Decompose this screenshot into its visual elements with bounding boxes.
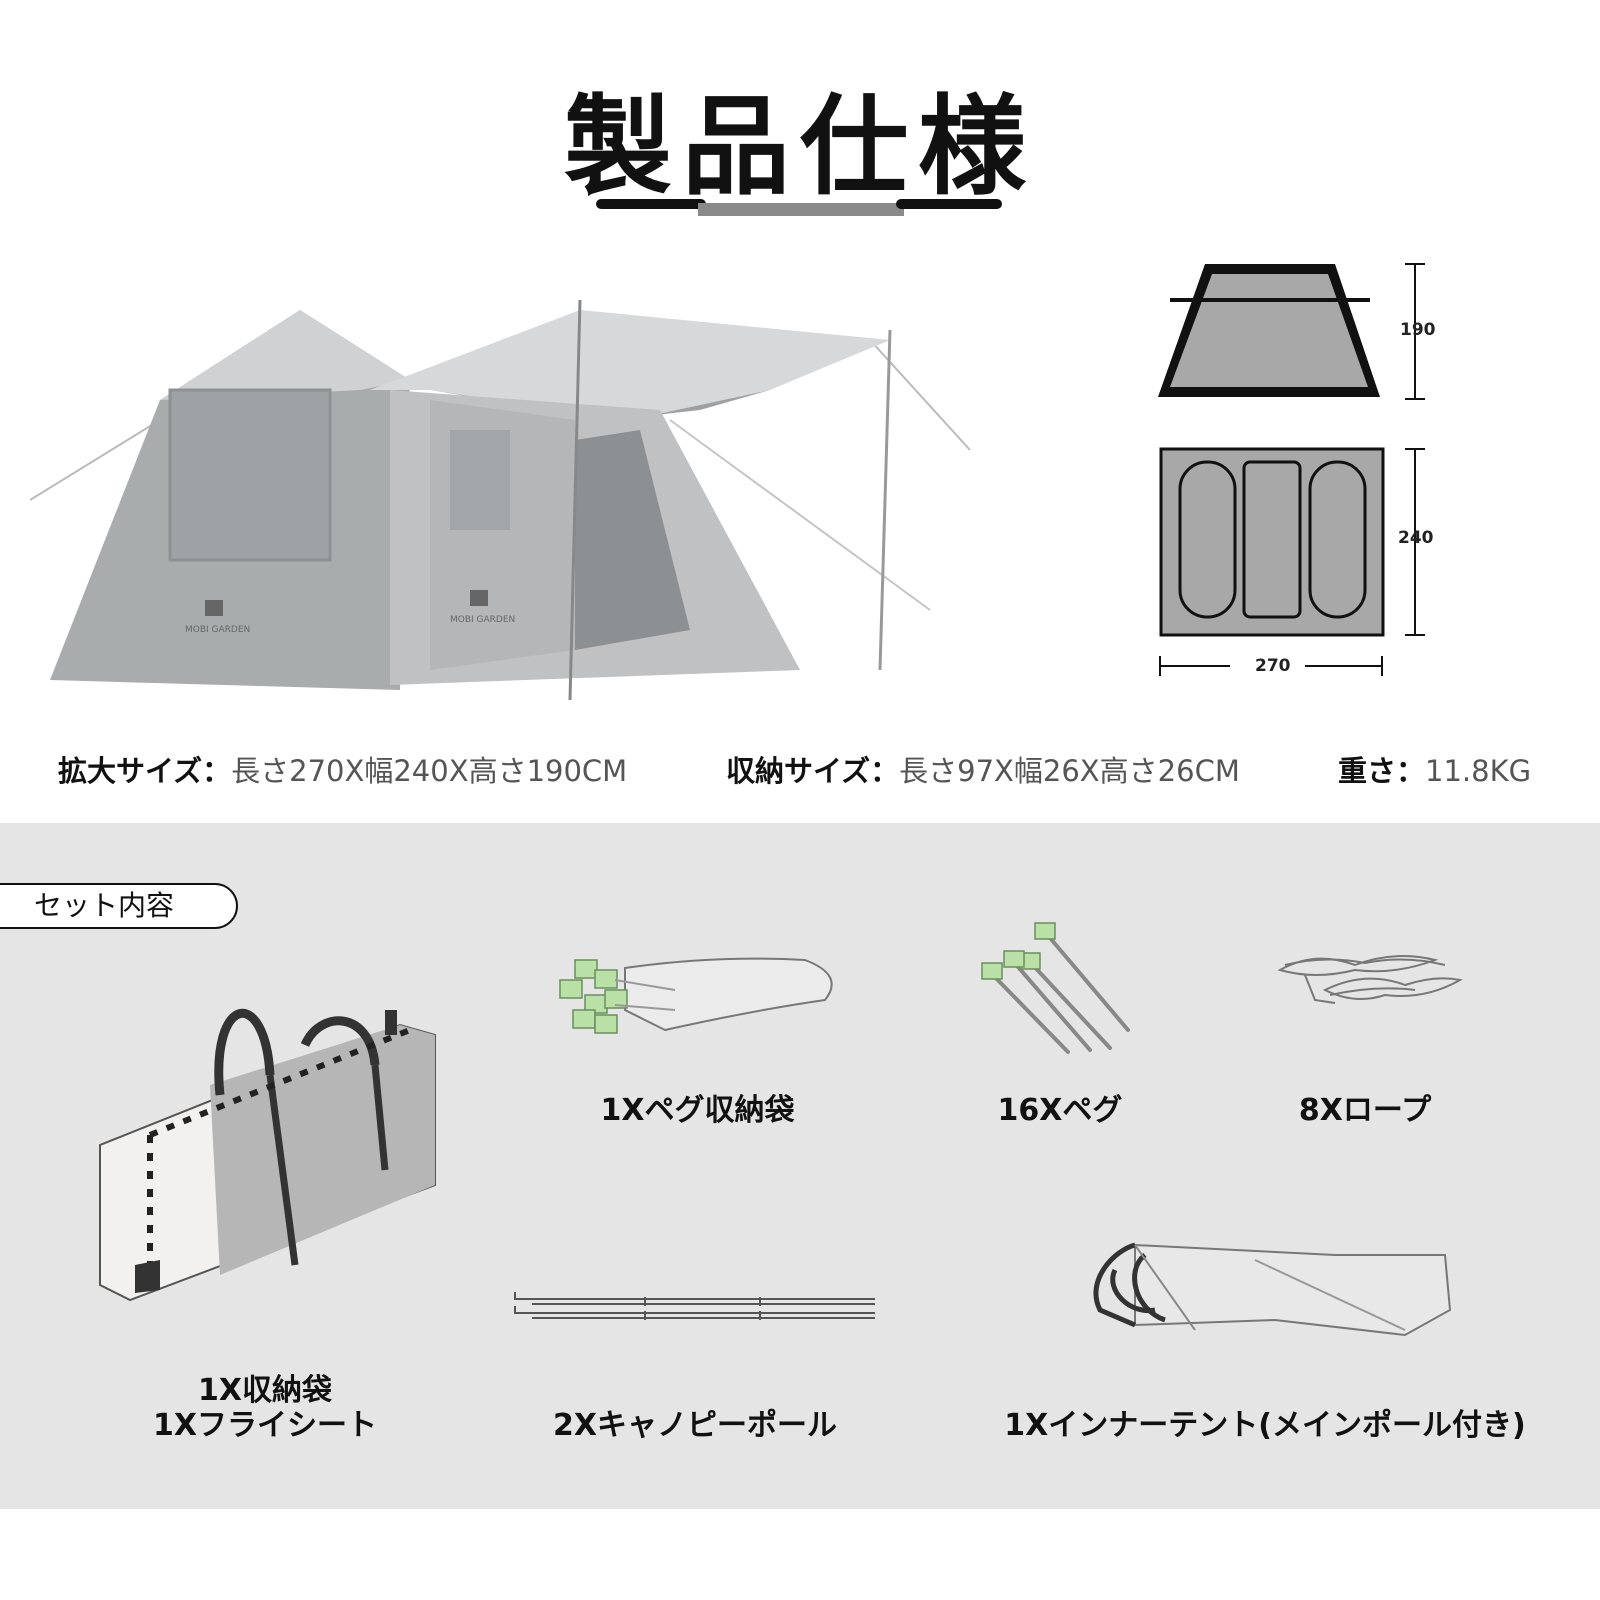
spec-expanded-size: 拡大サイズ：長さ270X幅240X高さ190CM	[58, 748, 627, 790]
brand-logo-right: MOBI GARDEN	[450, 615, 515, 625]
ropes-image	[1277, 955, 1463, 1004]
title-underline-left	[596, 199, 706, 209]
set-contents-badge: セット内容	[0, 883, 238, 929]
depth-dimension-label: 240	[1398, 528, 1434, 548]
title-underline-center	[698, 203, 904, 216]
brand-logo-left: MOBI GARDEN	[185, 625, 250, 635]
spec-expanded-value: 長さ270X幅240X高さ190CM	[231, 754, 628, 788]
item-label-ropes: 8Xロープ	[1298, 1093, 1432, 1128]
storage-bag-image	[99, 1008, 436, 1302]
peg-storage-bag-image	[559, 957, 833, 1034]
inner-tent-image	[1093, 1242, 1452, 1337]
width-dimension-label: 270	[1255, 656, 1291, 676]
spec-packed-label: 収納サイズ：	[726, 754, 900, 788]
spec-weight: 重さ：11.8KG	[1338, 748, 1531, 790]
tent-image: MOBI GARDEN MOBI GARDEN	[30, 299, 971, 701]
item-label-storage-bag: 1X収納袋	[197, 1373, 332, 1408]
spec-packed-value: 長さ97X幅26X高さ26CM	[899, 754, 1240, 788]
spec-packed-size: 収納サイズ：長さ97X幅26X高さ26CM	[726, 748, 1240, 790]
spec-weight-value: 11.8KG	[1425, 754, 1532, 788]
item-label-pegs: 16Xペグ	[997, 1093, 1123, 1128]
pegs-image	[981, 922, 1130, 1054]
dimension-diagram	[1158, 263, 1425, 676]
canopy-poles-image	[514, 1292, 875, 1320]
page-title: 製品仕様	[563, 85, 1036, 210]
item-label-flysheet: 1Xフライシート	[152, 1408, 377, 1443]
item-label-inner-tent: 1Xインナーテント(メインポール付き)	[1004, 1408, 1526, 1443]
height-dimension-label: 190	[1400, 320, 1436, 340]
item-label-canopy-poles: 2Xキャノピーポール	[552, 1408, 837, 1443]
item-label-peg-bag: 1Xペグ収納袋	[600, 1093, 795, 1128]
spec-weight-label: 重さ：	[1338, 754, 1426, 788]
title-underline-right	[896, 199, 1002, 209]
spec-expanded-label: 拡大サイズ：	[58, 754, 232, 788]
